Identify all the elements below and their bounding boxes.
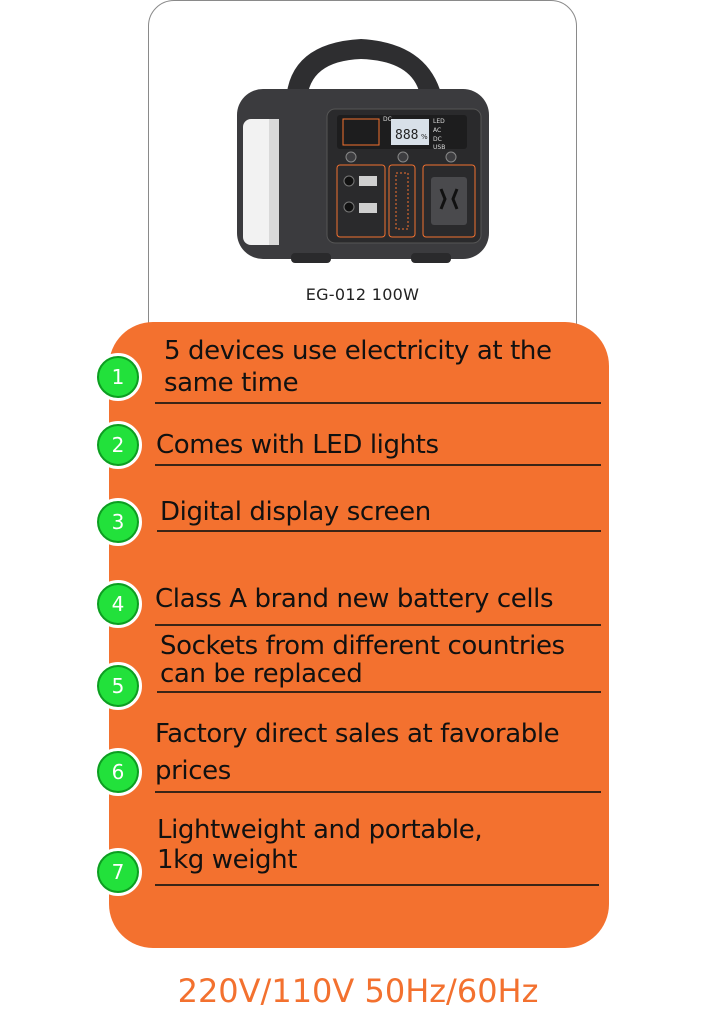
feature-5-text-line-2: can be replaced — [160, 659, 363, 689]
feature-3-badge: 3 — [94, 498, 142, 546]
feature-2-badge: 2 — [94, 421, 142, 469]
feature-3-underline — [157, 530, 601, 532]
feature-4-text: Class A brand new battery cells — [155, 584, 554, 614]
feature-6-text-line-1: Factory direct sales at favorable — [155, 719, 560, 749]
power-station-image: 888 % DC LED AC DC USB — [237, 39, 489, 263]
feature-6-underline — [155, 791, 601, 793]
feature-5-text-line-1: Sockets from different countries — [160, 631, 565, 661]
feature-7-underline — [155, 884, 599, 886]
feature-1-badge: 1 — [94, 353, 142, 401]
feature-5-badge: 5 — [94, 662, 142, 710]
feature-4-badge: 4 — [94, 580, 142, 628]
feature-7-text-line-2: 1kg weight — [157, 845, 298, 875]
feature-4-underline — [155, 624, 601, 626]
feature-6-badge: 6 — [94, 748, 142, 796]
feature-5-underline — [157, 691, 601, 693]
feature-1-text-line-1: 5 devices use electricity at the — [164, 336, 552, 366]
feature-1-underline — [155, 402, 601, 404]
feature-panel — [109, 322, 609, 948]
feature-3-text: Digital display screen — [160, 497, 431, 527]
model-label: EG-012 100W — [305, 285, 420, 304]
feature-7-badge: 7 — [94, 848, 142, 896]
voltage-frequency-spec: 220V/110V 50Hz/60Hz — [177, 972, 539, 1010]
feature-2-underline — [155, 464, 601, 466]
label-ac: AC — [433, 127, 441, 134]
feature-6-text-line-2: prices — [155, 756, 231, 786]
feature-7-text-line-1: Lightweight and portable, — [157, 815, 483, 845]
feature-2-text: Comes with LED lights — [156, 430, 439, 460]
label-led: LED — [433, 118, 445, 125]
label-dc: DC — [433, 136, 442, 143]
label-usb: USB — [433, 144, 445, 151]
display-readout: 888 — [395, 128, 418, 143]
label-dc-top: DC — [383, 116, 392, 123]
display-unit: % — [421, 133, 428, 141]
feature-1-text-line-2: same time — [164, 368, 299, 398]
